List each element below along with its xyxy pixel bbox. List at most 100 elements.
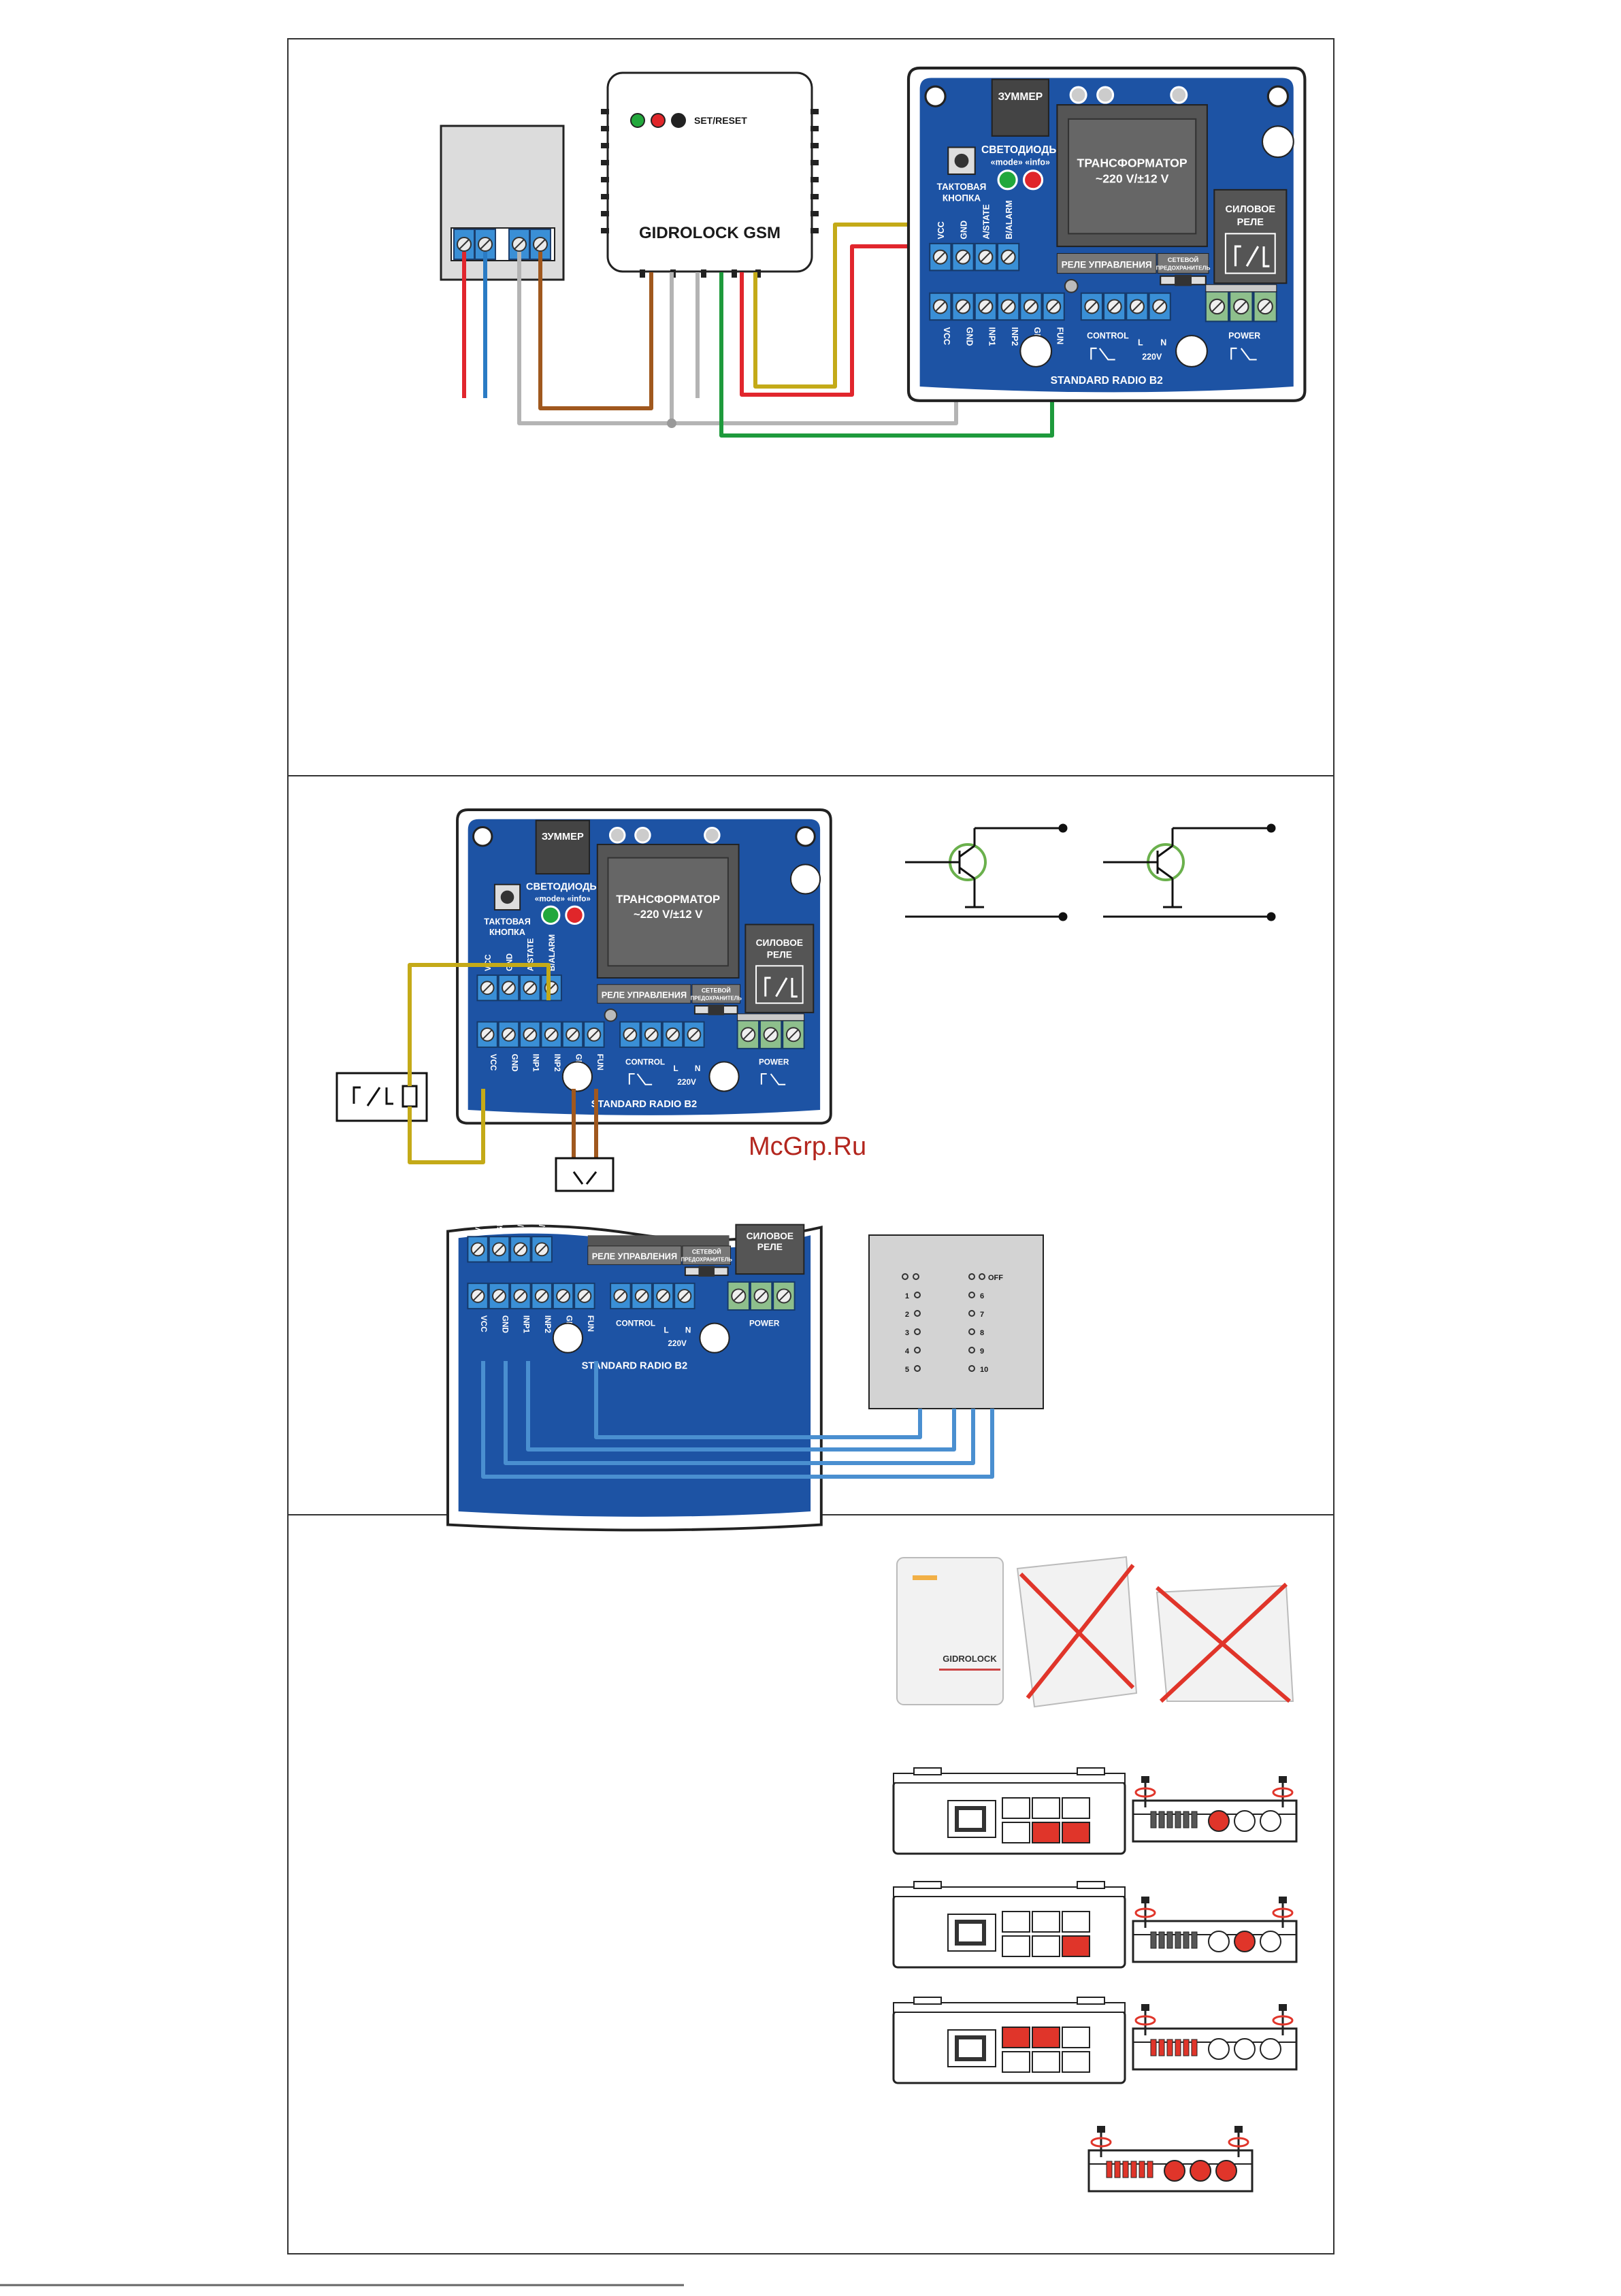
brown-wire: [538, 252, 653, 410]
svg-text:INP2: INP2: [543, 1315, 552, 1334]
svg-text:7: 7: [980, 1311, 984, 1319]
svg-text:ЗУММЕР: ЗУММЕР: [542, 832, 584, 842]
svg-text:CONTROL: CONTROL: [616, 1319, 655, 1328]
svg-text:INP2: INP2: [553, 1054, 561, 1072]
installation-views: [892, 1767, 1298, 2193]
svg-text:VCC: VCC: [489, 1054, 497, 1071]
svg-text:INP1: INP1: [987, 327, 997, 346]
svg-text:ТРАНСФОРМАТОР: ТРАНСФОРМАТОР: [616, 893, 720, 906]
mount-hole-icon: [795, 826, 816, 847]
external-relay-schematic: [335, 1072, 428, 1122]
zone-led-icon: [968, 1310, 975, 1317]
mode-led-icon: [997, 169, 1018, 191]
svg-text:СИЛОВОЕ: СИЛОВОЕ: [1225, 204, 1275, 215]
wire-junction-dot: [667, 419, 676, 428]
page-frame: [287, 38, 1335, 2254]
svg-text:ПРЕДОХРАНИТЕЛЬ: ПРЕДОХРАНИТЕЛЬ: [1156, 264, 1211, 271]
svg-text:STANDARD RADIO B2: STANDARD RADIO B2: [591, 1099, 698, 1110]
connector-top-view: [1132, 2004, 1298, 2071]
green-led-icon: [630, 113, 645, 128]
svg-text:VCC: VCC: [484, 954, 493, 971]
svg-text:INP1: INP1: [531, 1054, 540, 1072]
svg-text:L: L: [674, 1064, 678, 1073]
case-side-view: [892, 1767, 1126, 1855]
npn-transistor-schematic: [905, 823, 1068, 921]
set-reset-label: SET/RESET: [694, 115, 747, 126]
svg-text:A/STATE: A/STATE: [517, 1200, 526, 1233]
zone-led-icon: [914, 1328, 921, 1335]
red-led-icon: [651, 113, 666, 128]
mode-led-icon: [540, 905, 561, 925]
pnp-transistor-schematic: [1103, 823, 1276, 921]
svg-text:9: 9: [980, 1347, 984, 1356]
svg-text:A/STATE: A/STATE: [982, 204, 992, 240]
svg-text:VCC: VCC: [942, 327, 951, 345]
svg-text:N: N: [1160, 338, 1166, 348]
svg-text:GND: GND: [964, 327, 974, 346]
set-reset-button[interactable]: [671, 113, 686, 128]
zone-led-icon: [968, 1347, 975, 1354]
svg-text:ТРАНСФОРМАТОР: ТРАНСФОРМАТОР: [1077, 157, 1188, 170]
svg-text:СИЛОВОЕ: СИЛОВОЕ: [747, 1231, 793, 1241]
svg-text:1: 1: [905, 1292, 909, 1300]
svg-text:B/ALARM: B/ALARM: [548, 934, 557, 971]
svg-text:POWER: POWER: [749, 1319, 780, 1328]
svg-text:VCC: VCC: [936, 221, 946, 239]
watermark: McGrp.Ru: [749, 1132, 866, 1161]
mount-hole-icon: [924, 85, 947, 108]
svg-text:B/ALARM: B/ALARM: [1004, 200, 1014, 240]
svg-text:POWER: POWER: [759, 1057, 789, 1066]
tact-button[interactable]: [954, 153, 969, 168]
svg-text:ПРЕДОХРАНИТЕЛЬ: ПРЕДОХРАНИТЕЛЬ: [691, 995, 742, 1001]
svg-text:L: L: [664, 1326, 669, 1334]
buzzer: [535, 819, 591, 875]
svg-text:СВЕТОДИОДЫ: СВЕТОДИОДЫ: [526, 882, 600, 893]
tact-button[interactable]: [500, 890, 514, 904]
device-photo-wrong-1: [1016, 1556, 1138, 1708]
grey-wire: [517, 252, 958, 425]
yellow-relay-wire: [408, 963, 551, 1086]
svg-text:ЗУММЕР: ЗУММЕР: [998, 91, 1043, 103]
svg-text:INP2: INP2: [1010, 327, 1019, 346]
svg-text:«mode» «info»: «mode» «info»: [535, 894, 591, 903]
svg-text:8: 8: [980, 1329, 984, 1337]
connector-top-view: [1087, 2126, 1254, 2193]
svg-text:CONTROL: CONTROL: [625, 1057, 665, 1066]
svg-text:STANDARD RADIO B2: STANDARD RADIO B2: [1051, 375, 1164, 387]
svg-text:4: 4: [905, 1347, 910, 1356]
section2-bus-wiring: [481, 1361, 994, 1479]
svg-text:КНОПКА: КНОПКА: [489, 927, 525, 937]
zone-led-icon: [914, 1292, 921, 1298]
gsm-module: SET/RESET GIDROLOCK GSM: [601, 71, 819, 278]
svg-text:VCC: VCC: [474, 1215, 483, 1232]
info-led-icon: [565, 905, 585, 925]
zone-led-icon: [914, 1365, 921, 1372]
connector-top-view: [1132, 1776, 1298, 1843]
external-switch-schematic: [555, 1157, 615, 1192]
svg-text:OFF: OFF: [988, 1274, 1003, 1282]
svg-text:РЕЛЕ: РЕЛЕ: [1237, 217, 1264, 228]
svg-text:N: N: [685, 1326, 691, 1334]
zone-led-icon: [914, 1310, 921, 1317]
svg-text:СЕТЕВОЙ: СЕТЕВОЙ: [692, 1248, 721, 1256]
zone-led-icon: [968, 1292, 975, 1298]
svg-text:«mode» «info»: «mode» «info»: [991, 157, 1050, 167]
yellow-relay-wire-2: [408, 1089, 485, 1164]
svg-text:СВЕТОДИОДЫ: СВЕТОДИОДЫ: [981, 144, 1060, 156]
svg-text:CONTROL: CONTROL: [1087, 331, 1129, 340]
sensor-junction-box: [440, 125, 565, 281]
svg-text:КНОПКА: КНОПКА: [943, 193, 981, 203]
svg-text:220V: 220V: [668, 1339, 687, 1348]
svg-text:FUN: FUN: [595, 1054, 604, 1070]
buzzer: [991, 78, 1049, 137]
svg-text:~220 V/±12 V: ~220 V/±12 V: [1096, 171, 1169, 185]
zone-led-icon: [914, 1347, 921, 1354]
svg-text:РЕЛЕ УПРАВЛЕНИЯ: РЕЛЕ УПРАВЛЕНИЯ: [1062, 259, 1152, 269]
svg-text:6: 6: [980, 1292, 984, 1300]
